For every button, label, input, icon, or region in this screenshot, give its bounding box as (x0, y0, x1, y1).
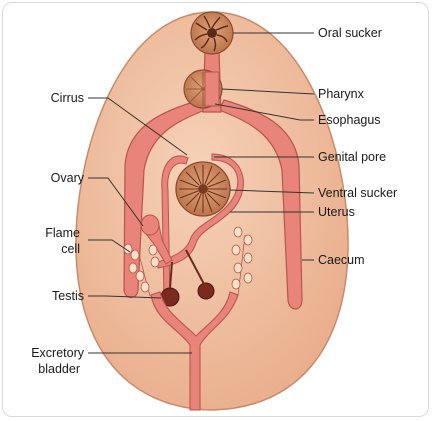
uterus (157, 153, 244, 269)
label-genital-pore: Genital pore (318, 150, 386, 164)
excretory-bladder (150, 291, 239, 411)
label-flame-cell-line1: Flame (45, 226, 80, 240)
label-oral-sucker: Oral sucker (318, 26, 382, 40)
label-excretory-bladder-line1: Excretory (31, 346, 85, 360)
pharynx (183, 69, 223, 109)
ovary (140, 214, 173, 265)
flame-cells-right (231, 226, 253, 297)
oral-sucker (190, 11, 234, 55)
ventral-sucker (175, 161, 231, 217)
label-pharynx: Pharynx (318, 87, 365, 101)
label-flame-cell-line2: cell (61, 242, 80, 256)
label-esophagus: Esophagus (318, 113, 381, 127)
flame-cells-left (123, 243, 160, 297)
label-caecum: Caecum (318, 253, 365, 267)
caecum-right (218, 99, 303, 310)
label-ovary: Ovary (51, 171, 85, 185)
testis-right (197, 282, 215, 300)
label-ventral-sucker: Ventral sucker (318, 186, 397, 200)
label-excretory-bladder-line2: bladder (38, 362, 80, 376)
label-testis: Testis (52, 289, 84, 303)
label-uterus: Uterus (318, 205, 355, 219)
leader-lines (88, 32, 315, 354)
label-cirrus: Cirrus (51, 91, 84, 105)
